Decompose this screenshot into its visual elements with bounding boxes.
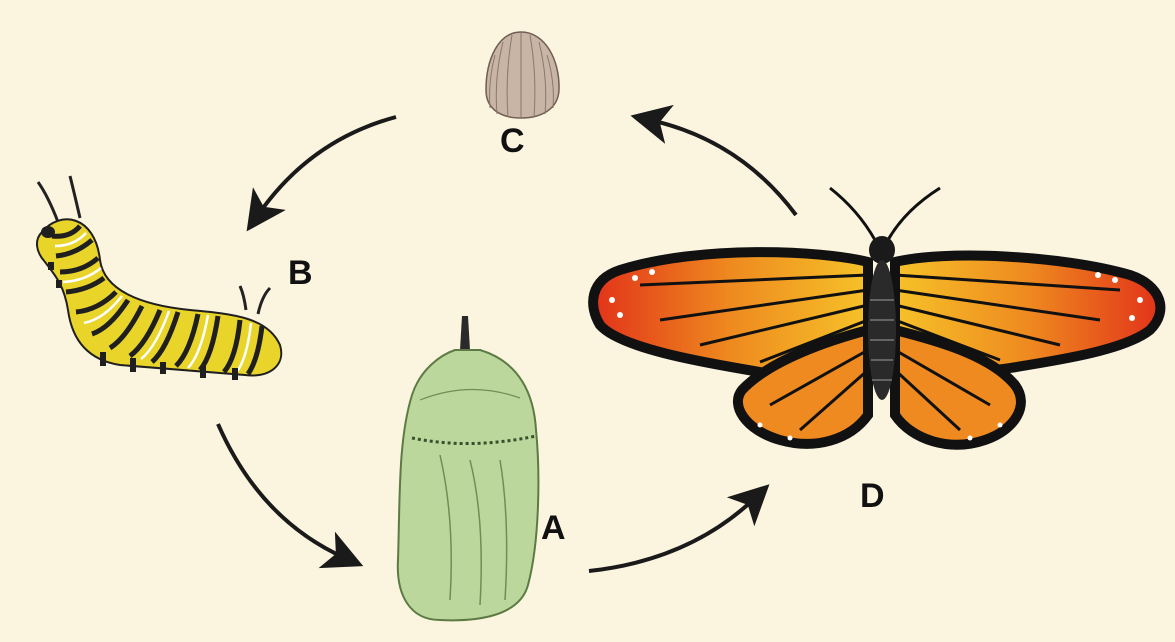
egg-illustration — [485, 31, 560, 119]
arrow-egg-to-caterpillar — [246, 115, 397, 232]
butterfly-illustration — [588, 186, 1166, 450]
label-caterpillar: B — [288, 254, 313, 292]
arrow-butterfly-to-egg — [630, 104, 798, 217]
label-egg: C — [500, 122, 525, 160]
arrow-caterpillar-to-chrysalis — [216, 423, 364, 569]
label-chrysalis: A — [541, 509, 566, 547]
arrow-chrysalis-to-butterfly — [588, 484, 770, 573]
label-butterfly: D — [860, 477, 885, 515]
chrysalis-illustration — [396, 316, 540, 622]
caterpillar-illustration — [36, 175, 283, 380]
